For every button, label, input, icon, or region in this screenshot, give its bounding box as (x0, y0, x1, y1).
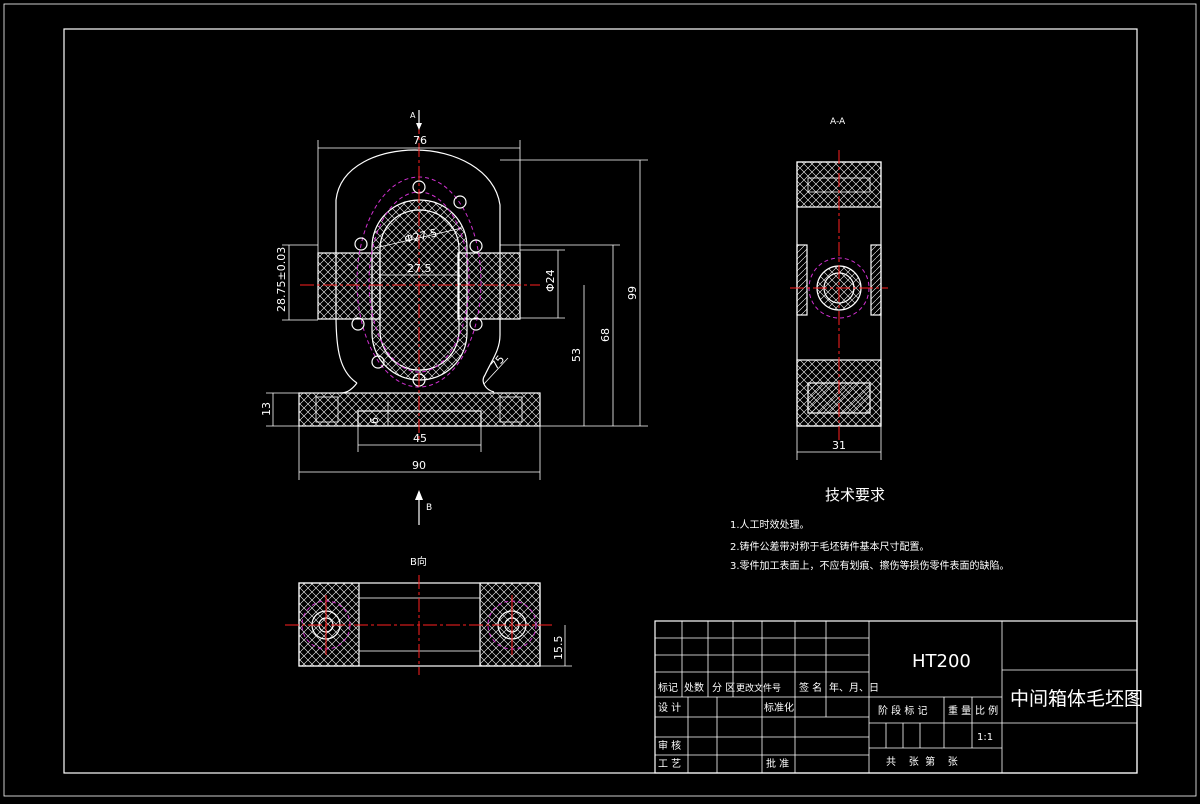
tb-header-signature: 签 名 (799, 681, 822, 694)
dim-53: 53 (570, 348, 583, 362)
tb-standardize: 标准化 (764, 701, 794, 714)
base-hole-left (315, 396, 339, 423)
b-view-label: B向 (410, 555, 427, 568)
tb-header-mark: 标记 (658, 682, 678, 694)
outer-border (3, 3, 1197, 797)
title-block-grid (655, 621, 1137, 773)
body-outline-left-foot (339, 382, 358, 394)
tech-req-title: 技术要求 (825, 486, 885, 504)
tb-scale-label: 比 例 (975, 704, 998, 717)
tech-req-item-3: 3.零件加工表面上，不应有划痕、擦伤等损伤零件表面的缺陷。 (730, 559, 1010, 572)
dim-76: 76 (413, 134, 427, 147)
section-a-a-label: A-A (830, 117, 846, 127)
dim-15-5: 15.5 (552, 636, 565, 661)
boss-left (317, 252, 381, 320)
tb-stage-mark: 阶 段 标 记 (878, 704, 928, 717)
section-right-wall (870, 244, 882, 316)
tb-header-date: 年、月、日 (829, 681, 879, 694)
dim-phi24: Φ24 (544, 269, 557, 292)
tb-scale-value: 1:1 (977, 732, 993, 743)
dim-13: 13 (260, 402, 273, 416)
dim-90: 90 (412, 459, 426, 472)
tb-approve: 批 准 (766, 757, 789, 770)
tb-design: 设 计 (658, 701, 681, 714)
tech-req-item-2: 2.铸件公差带对称于毛坯铸件基本尺寸配置。 (730, 540, 930, 553)
inner-border (63, 28, 1138, 774)
section-marker-label: A (410, 111, 416, 120)
technical-requirements: 技术要求 1.人工时效处理。 2.铸件公差带对称于毛坯铸件基本尺寸配置。 3.零… (730, 486, 1010, 572)
view-b-arrow-head (415, 490, 423, 500)
b-view: B向 15.5 (285, 555, 572, 675)
tb-material: HT200 (912, 651, 971, 672)
section-arrow-head (416, 123, 422, 130)
dim-45: 45 (413, 432, 427, 445)
tb-header-change-doc: 更改文件号 (736, 682, 781, 694)
dim-75: 75 (488, 353, 507, 372)
tb-header-count: 处数 (684, 681, 704, 694)
tb-process: 工 艺 (658, 758, 681, 770)
dim-6: 6 (368, 417, 381, 424)
tb-header-zone: 分 区 (712, 682, 735, 694)
front-dimension-lines (266, 140, 648, 480)
tb-weight: 重 量 (948, 704, 971, 717)
base-hole-right (499, 396, 523, 423)
view-b-arrow-label: B (426, 503, 432, 513)
dim-31: 31 (832, 439, 846, 452)
dim-27-5: 27.5 (407, 262, 432, 275)
dim-68: 68 (599, 328, 612, 342)
section-view-a-a: A-A 31 (790, 117, 888, 460)
tb-review: 审 核 (658, 739, 681, 752)
tech-req-item-1: 1.人工时效处理。 (730, 518, 810, 531)
front-view: A 76 Φ27.5 27.5 28.75±0.03 Φ24 53 68 99 … (260, 110, 648, 525)
dim-28-75: 28.75±0.03 (275, 247, 288, 312)
tb-drawing-title: 中间箱体毛坯图 (1010, 688, 1143, 710)
dim-99: 99 (626, 286, 639, 300)
tb-sheets: 共 张 第 张 (886, 755, 958, 768)
section-left-wall (796, 244, 808, 316)
title-block: 标记 处数 分 区 更改文件号 签 名 年、月、日 设 计 标准化 审 核 工 … (654, 620, 1143, 774)
